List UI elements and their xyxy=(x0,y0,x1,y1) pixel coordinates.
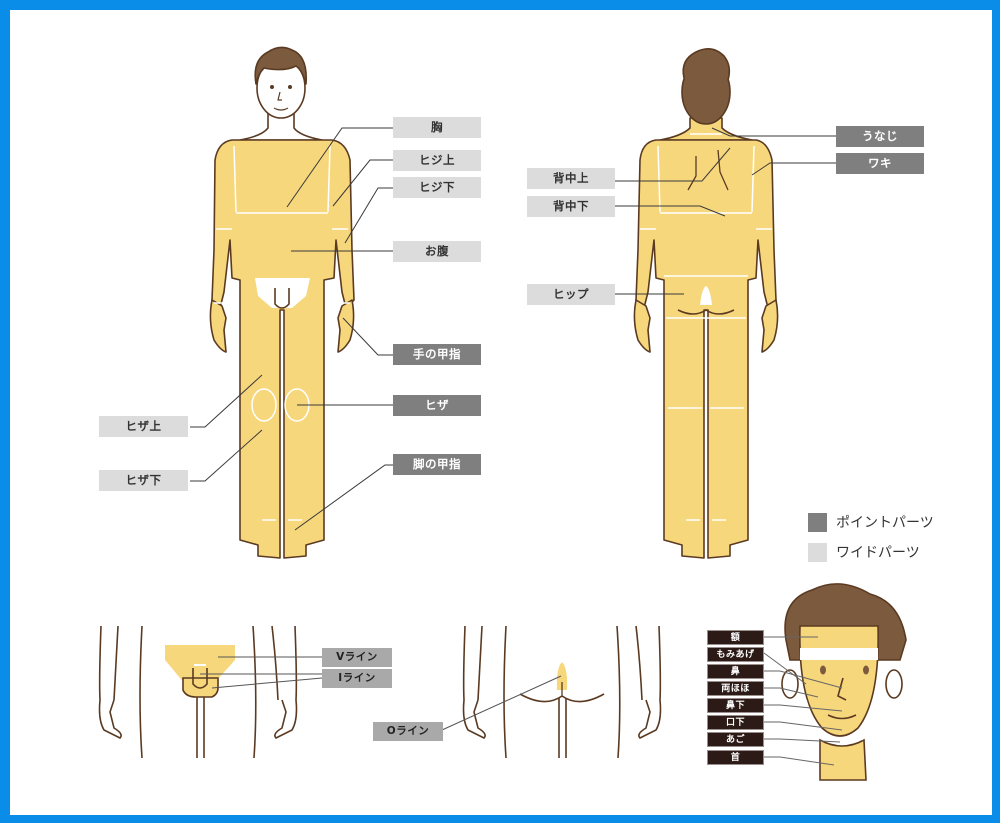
vio-back-leader-lines xyxy=(441,675,562,731)
label-chin[interactable]: あご xyxy=(707,732,764,747)
back-leader-lines xyxy=(615,127,836,295)
label-chest[interactable]: 胸 xyxy=(393,117,481,138)
face-leader-lines xyxy=(763,636,843,766)
label-back-of-hand-fingers[interactable]: 手の甲指 xyxy=(393,344,481,365)
vio-front-leader-lines xyxy=(200,656,323,689)
legend-label-point: ポイントパーツ xyxy=(836,515,934,531)
label-foot-toes[interactable]: 脚の甲指 xyxy=(393,454,481,475)
back-body-figure xyxy=(633,48,779,559)
label-lower-back[interactable]: 背中下 xyxy=(527,196,615,217)
label-neck[interactable]: 首 xyxy=(707,750,764,765)
front-body-figure xyxy=(209,46,355,559)
label-v-line[interactable]: Vライン xyxy=(322,648,392,667)
legend-swatch-wide xyxy=(808,542,827,562)
label-forearm[interactable]: ヒジ下 xyxy=(393,177,481,198)
legend-point-parts: ポイントパーツ xyxy=(808,512,934,532)
label-nose[interactable]: 鼻 xyxy=(707,664,764,679)
label-knee[interactable]: ヒザ xyxy=(393,395,481,416)
label-upper-back[interactable]: 背中上 xyxy=(527,168,615,189)
label-below-knee[interactable]: ヒザ下 xyxy=(99,470,188,491)
legend-wide-parts: ワイドパーツ xyxy=(808,542,920,562)
vio-back-figure xyxy=(462,625,662,759)
front-leader-lines xyxy=(190,127,393,531)
label-nape[interactable]: うなじ xyxy=(836,126,924,147)
label-stomach[interactable]: お腹 xyxy=(393,241,481,262)
label-under-nose[interactable]: 鼻下 xyxy=(707,698,764,713)
label-above-knee[interactable]: ヒザ上 xyxy=(99,416,188,437)
label-i-line[interactable]: Iライン xyxy=(322,669,392,688)
face-figure xyxy=(781,583,907,781)
legend-label-wide: ワイドパーツ xyxy=(836,545,920,561)
label-armpit[interactable]: ワキ xyxy=(836,153,924,174)
label-under-mouth[interactable]: 口下 xyxy=(707,715,764,730)
legend-swatch-point xyxy=(808,512,827,532)
label-upper-arm[interactable]: ヒジ上 xyxy=(393,150,481,171)
label-forehead[interactable]: 額 xyxy=(707,630,764,645)
label-o-line[interactable]: Oライン xyxy=(373,722,443,741)
label-hip[interactable]: ヒップ xyxy=(527,284,615,305)
label-cheeks[interactable]: 両ほほ xyxy=(707,681,764,696)
label-sideburns[interactable]: もみあげ xyxy=(707,647,764,662)
vio-front-figure xyxy=(98,625,298,759)
